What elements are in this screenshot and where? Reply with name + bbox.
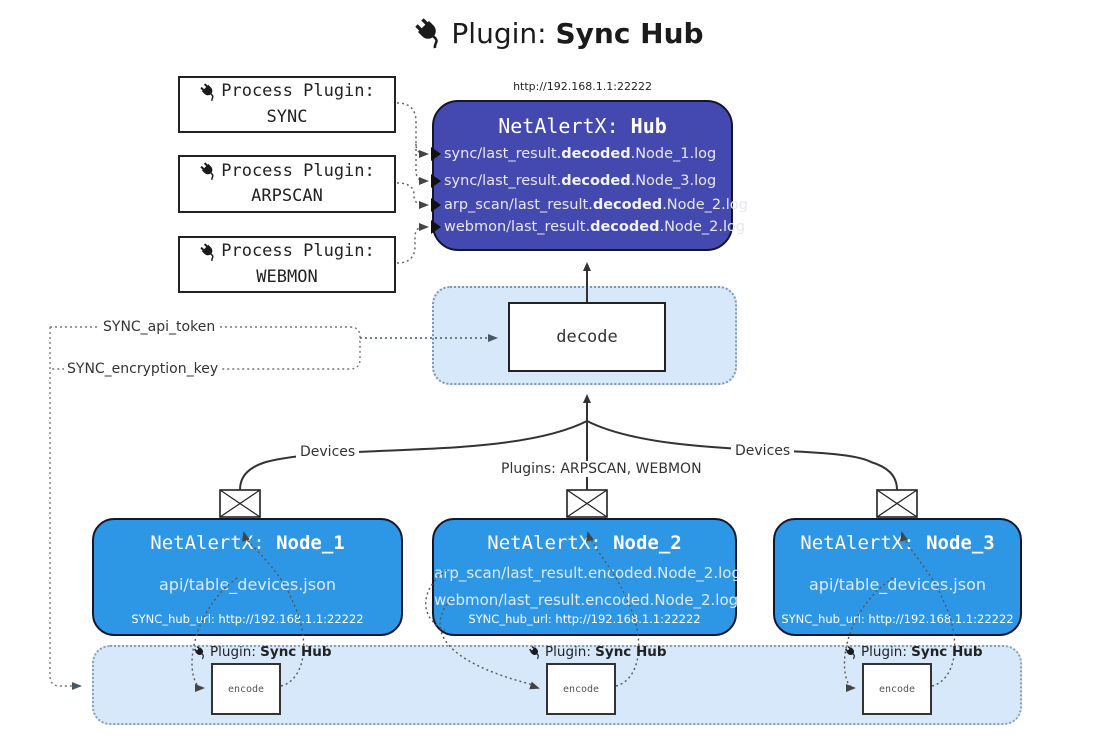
hub-title-name: Hub bbox=[630, 114, 667, 138]
title-prefix: Plugin: bbox=[451, 17, 556, 50]
hub-log-line: sync/last_result.decoded.Node_3.log bbox=[444, 173, 717, 189]
page-title: Plugin: Sync Hub bbox=[0, 16, 1117, 50]
band-plugin-label: Plugin: Sync Hub bbox=[193, 644, 332, 660]
node-box-node2: NetAlertX: Node_2 arp_scan/last_result.e… bbox=[432, 518, 741, 636]
plug-icon bbox=[199, 82, 219, 102]
node-title: NetAlertX: Node_3 bbox=[800, 532, 995, 554]
process-plugin-label: Process Plugin: bbox=[221, 81, 375, 101]
sync-encryption-key-label: SYNC_encryption_key bbox=[64, 361, 222, 377]
process-plugin-name: ARPSCAN bbox=[251, 186, 323, 206]
node-title: NetAlertX: Node_1 bbox=[150, 532, 345, 554]
process-plugin-box-sync: Process Plugin: SYNC bbox=[178, 76, 396, 133]
envelope-icon bbox=[566, 489, 608, 518]
envelope-icon bbox=[219, 489, 261, 518]
node-line: api/table_devices.json bbox=[808, 575, 986, 594]
hub-log-line: webmon/last_result.decoded.Node_2.log bbox=[444, 219, 746, 235]
plug-icon bbox=[844, 645, 859, 660]
node-footer: SYNC_hub_url: http://192.168.1.1:22222 bbox=[468, 612, 701, 626]
envelope-icon bbox=[876, 489, 918, 518]
plug-icon bbox=[413, 16, 447, 50]
process-plugin-label: Process Plugin: bbox=[221, 160, 375, 181]
edge-label-devices-right: Devices bbox=[731, 443, 795, 459]
edge-label-devices-left: Devices bbox=[296, 444, 360, 460]
sync-api-token-label: SYNC_api_token bbox=[100, 319, 219, 335]
edge-label-plugins-center: Plugins: ARPSCAN, WEBMON bbox=[497, 461, 706, 477]
hub-box bbox=[432, 100, 733, 251]
process-plugin-box-arpscan: Process Plugin: ARPSCAN bbox=[178, 155, 396, 213]
node-title: NetAlertX: Node_2 bbox=[487, 532, 682, 554]
encode-box: encode bbox=[546, 663, 616, 715]
process-plugin-name: WEBMON bbox=[256, 266, 318, 287]
node-footer: SYNC_hub_url: http://192.168.1.1:22222 bbox=[131, 612, 364, 626]
hub-log-line: arp_scan/last_result.decoded.Node_2.log bbox=[444, 197, 748, 213]
decode-label: decode bbox=[556, 327, 618, 347]
hub-title: NetAlertX: Hub bbox=[432, 114, 733, 138]
plug-icon bbox=[199, 161, 219, 181]
node-line: webmon/last_result.encoded.Node_2.log bbox=[434, 591, 739, 609]
process-plugin-label: Process Plugin: bbox=[221, 241, 375, 261]
node-footer: SYNC_hub_url: http://192.168.1.1:22222 bbox=[781, 612, 1014, 626]
decode-box: decode bbox=[508, 302, 666, 372]
plug-icon bbox=[528, 645, 543, 660]
encode-box: encode bbox=[211, 663, 281, 715]
process-plugin-box-webmon: Process Plugin: WEBMON bbox=[178, 236, 396, 293]
title-name: Sync Hub bbox=[555, 17, 704, 50]
node-line: api/table_devices.json bbox=[158, 575, 336, 594]
plug-icon bbox=[199, 242, 219, 262]
hub-log-line: sync/last_result.decoded.Node_1.log bbox=[444, 146, 717, 162]
process-plugin-name: SYNC bbox=[266, 106, 308, 127]
node-box-node3: NetAlertX: Node_3 api/table_devices.json… bbox=[773, 518, 1022, 636]
band-plugin-label: Plugin: Sync Hub bbox=[844, 644, 983, 660]
encode-box: encode bbox=[862, 663, 932, 715]
node-box-node1: NetAlertX: Node_1 api/table_devices.json… bbox=[92, 518, 403, 636]
plug-icon bbox=[193, 645, 208, 660]
band-plugin-label: Plugin: Sync Hub bbox=[528, 644, 667, 660]
node-line: arp_scan/last_result.encoded.Node_2.log bbox=[434, 564, 741, 582]
hub-url-label: http://192.168.1.1:22222 bbox=[513, 80, 652, 93]
hub-title-prefix: NetAlertX: bbox=[498, 114, 631, 138]
